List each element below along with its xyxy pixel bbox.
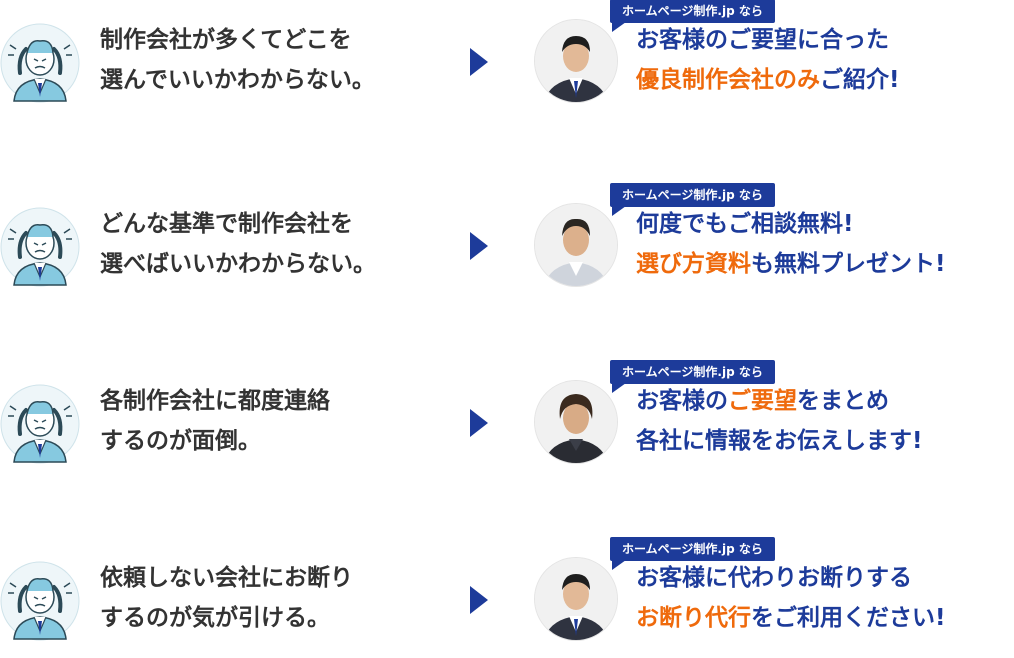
arrow-right-icon (470, 232, 488, 260)
solution-text: 何度でもご相談無料! 選び方資料も無料プレゼント! (636, 204, 1014, 284)
solution-line: 選び方資料も無料プレゼント! (636, 251, 946, 277)
staff-person-icon (535, 20, 617, 102)
staff-photo (535, 20, 617, 102)
arrow-right-icon (470, 409, 488, 437)
worry-text: 各制作会社に都度連絡 するのが面倒。 (100, 388, 330, 454)
badge-tail (612, 22, 626, 32)
brand-badge: ホームページ制作.jp なら (610, 0, 775, 23)
solution-text: お客様のご要望に合った 優良制作会社のみご紹介! (636, 20, 1014, 100)
comparison-row: 制作会社が多くてどこを 選んでいいかわからない。 ホームページ制作.jp なら … (0, 0, 1014, 120)
solution-line: お客様に代わりお断りする (636, 565, 912, 591)
solution-text: お客様に代わりお断りする お断り代行をご利用ください! (636, 558, 1014, 638)
solution-line: 何度でもご相談無料! (636, 211, 854, 237)
worried-person-icon (0, 23, 80, 103)
solution-text: お客様のご要望をまとめ 各社に情報をお伝えします! (636, 381, 1014, 461)
staff-person-icon (535, 204, 617, 286)
solution-line: 各社に情報をお伝えします! (636, 428, 923, 454)
badge-tail (612, 206, 626, 216)
arrow-right-icon (470, 586, 488, 614)
brand-badge: ホームページ制作.jp なら (610, 183, 775, 207)
arrow-right-icon (470, 48, 488, 76)
worried-person-icon (0, 384, 80, 464)
solution-line: お断り代行をご利用ください! (636, 605, 946, 631)
solution-line: お客様のご要望に合った (636, 27, 889, 53)
comparison-row: 依頼しない会社にお断り するのが気が引ける。 ホームページ制作.jp なら お客… (0, 537, 1014, 658)
comparison-row: どんな基準で制作会社を 選べばいいかわからない。 ホームページ制作.jp なら … (0, 183, 1014, 304)
worry-text: どんな基準で制作会社を 選べばいいかわからない。 (100, 211, 376, 277)
staff-person-icon (535, 381, 617, 463)
comparison-row: 各制作会社に都度連絡 するのが面倒。 ホームページ制作.jp なら お客様のご要… (0, 360, 1014, 481)
worried-person-icon (0, 207, 80, 287)
brand-badge: ホームページ制作.jp なら (610, 537, 775, 561)
staff-photo (535, 381, 617, 463)
worry-text: 制作会社が多くてどこを 選んでいいかわからない。 (100, 27, 375, 93)
worry-text: 依頼しない会社にお断り するのが気が引ける。 (100, 565, 353, 631)
badge-tail (612, 383, 626, 393)
badge-tail (612, 560, 626, 570)
staff-photo (535, 558, 617, 640)
worried-person-icon (0, 561, 80, 641)
staff-photo (535, 204, 617, 286)
solution-line: お客様のご要望をまとめ (636, 388, 889, 414)
brand-badge: ホームページ制作.jp なら (610, 360, 775, 384)
solution-line: 優良制作会社のみご紹介! (636, 67, 900, 93)
staff-person-icon (535, 558, 617, 640)
